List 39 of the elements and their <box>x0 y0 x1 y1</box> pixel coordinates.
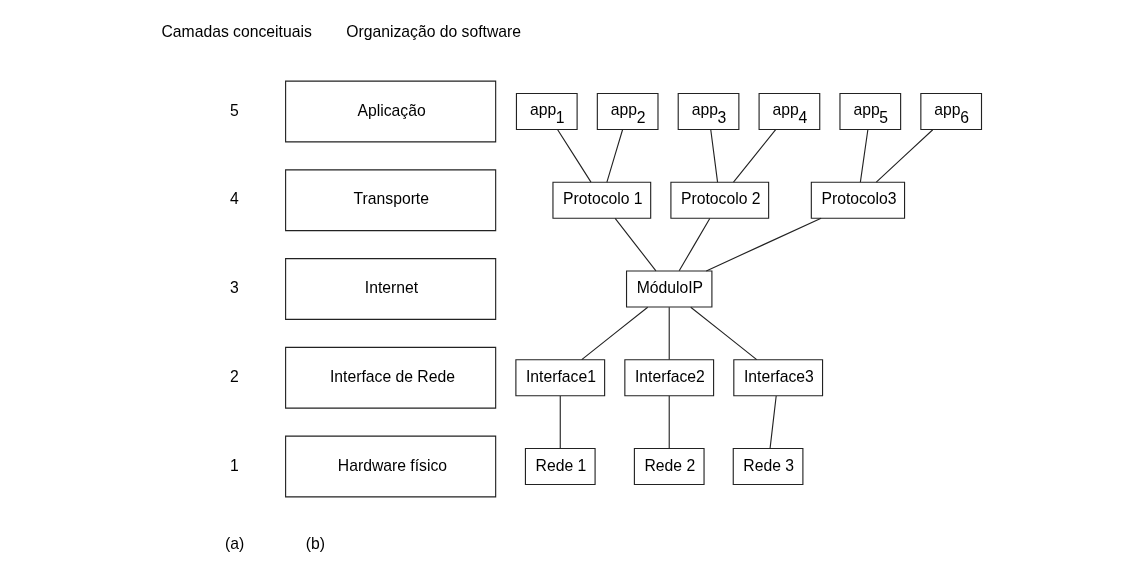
connector <box>668 306 670 361</box>
node-label: 3 <box>229 279 239 297</box>
node-box: Interface1 <box>514 359 605 397</box>
label: Camadas conceituais <box>160 23 312 41</box>
node-label: 5 <box>229 101 239 119</box>
connector <box>732 129 776 183</box>
node-label: 4 <box>229 190 239 208</box>
connector <box>605 129 623 183</box>
connector <box>769 395 777 449</box>
node-box: Protocolo 2 <box>669 181 769 219</box>
connector <box>689 306 757 361</box>
node-label: 2 <box>229 367 239 385</box>
node-box: MóduloIP <box>625 270 712 308</box>
connector <box>705 217 822 272</box>
connector <box>556 129 592 183</box>
node-box: Protocolo 1 <box>551 181 651 219</box>
node-box: Rede 2 <box>633 447 705 485</box>
node-box: Rede 1 <box>524 447 596 485</box>
connector <box>709 129 718 183</box>
node-box: Internet <box>284 258 496 320</box>
node-box: Interface de Rede <box>284 346 496 409</box>
connector <box>859 129 868 183</box>
connector <box>678 217 710 272</box>
node-label: 1 <box>229 456 239 474</box>
node-box: Interface2 <box>623 359 714 397</box>
connector <box>580 306 648 361</box>
connector <box>559 395 561 449</box>
node-box: Rede 3 <box>732 447 803 485</box>
label: Organização do software <box>345 23 521 41</box>
connector <box>875 129 933 183</box>
connector <box>668 395 670 449</box>
node-box: Aplicação <box>284 80 496 143</box>
label: (b) <box>305 535 325 553</box>
label: (a) <box>224 535 244 553</box>
node-box: Protocolo3 <box>810 181 905 219</box>
node-box: Interface3 <box>732 359 823 397</box>
node-box: Hardware físico <box>284 435 496 498</box>
connector <box>614 217 656 272</box>
node-box: Transporte <box>284 169 496 232</box>
